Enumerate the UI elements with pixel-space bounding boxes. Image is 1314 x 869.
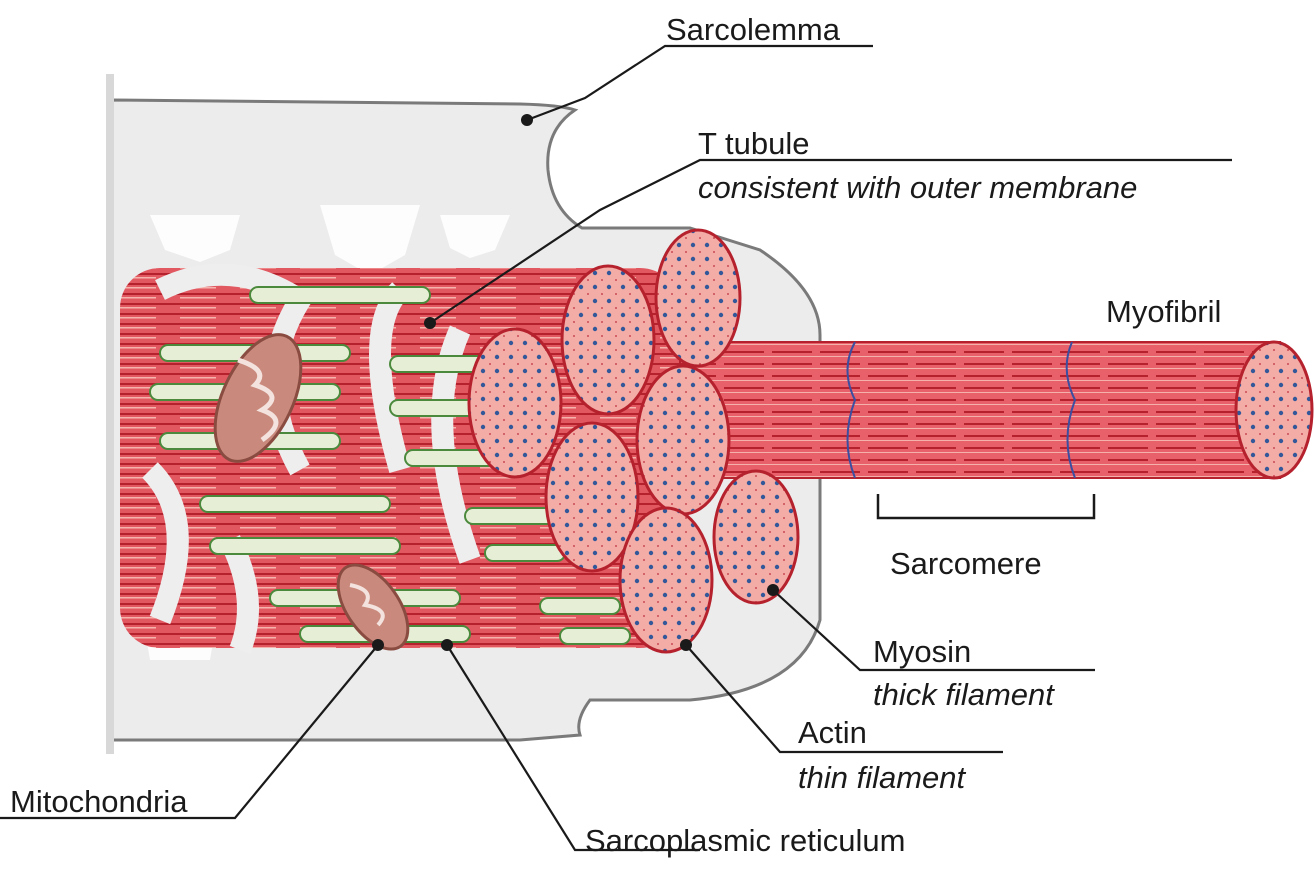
myofibril-end-cross-section — [1236, 342, 1312, 478]
label-myofibril: Myofibril — [1106, 296, 1221, 327]
label-mitochondria: Mitochondria — [10, 786, 187, 817]
label-myosin-note: thick filament — [873, 679, 1054, 710]
label-myosin: Myosin — [873, 636, 971, 667]
label-sarcomere: Sarcomere — [890, 548, 1042, 579]
label-actin: Actin — [798, 717, 867, 748]
single-myofibril — [680, 342, 1312, 478]
sarcomere-bracket — [878, 494, 1094, 518]
label-actin-note: thin filament — [798, 762, 965, 793]
sarcolemma-left-edge — [106, 74, 114, 754]
label-sarcoplasmic-reticulum: Sarcoplasmic reticulum — [585, 825, 905, 856]
label-t-tubule-note: consistent with outer membrane — [698, 172, 1137, 203]
label-sarcolemma: Sarcolemma — [666, 14, 840, 45]
label-t-tubule: T tubule — [698, 128, 809, 159]
